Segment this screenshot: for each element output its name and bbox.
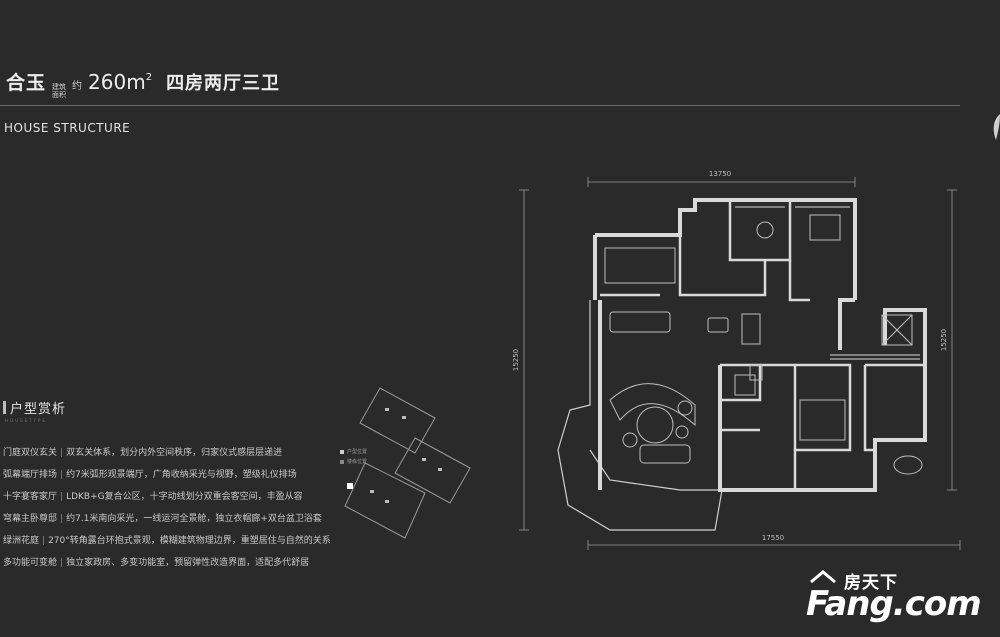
feature-desc: 270°转角露台环抱式景观，模糊建筑物理边界，重塑居住与自然的关系 [48, 536, 331, 546]
feature-name: 绿洲花庭 [3, 536, 40, 546]
logo-text-en: Fang.com [806, 584, 982, 624]
header-divider [0, 105, 960, 106]
area-unit: m [126, 70, 146, 94]
feature-item: 门庭双仪玄关|双玄关体系，划分内外空间秩序，归家仪式感层层递进 [3, 445, 353, 458]
dimension-bottom: 17550 [762, 534, 784, 542]
building-block-3 [344, 462, 426, 539]
section-title: 户型赏析 [10, 402, 67, 417]
unit-highlight [347, 483, 353, 489]
section-subtitle-en: HOUSETYPE [5, 418, 47, 423]
legend-swatch [340, 449, 344, 454]
feature-name: 穹幕主卧尊邸 [3, 514, 58, 524]
feature-item: 十字宴客家厅|LDKB+G复合公区，十字动线划分双重会客空间，丰盈从容 [3, 489, 353, 502]
house-logo-icon [810, 570, 836, 584]
feature-separator: | [60, 492, 64, 502]
feature-desc: 约7.1米南向采光，一线运河全景舱，独立衣帽廊+双台盆卫浴套 [66, 514, 322, 524]
logo-text-cn: 房天下 [844, 573, 898, 593]
project-name: 合玉 [6, 72, 47, 94]
area-type-label: 建筑 面积 [52, 83, 66, 99]
feature-separator: | [42, 536, 46, 546]
furniture [604, 214, 923, 475]
title-row: 合玉 建筑 面积 约 260m2 四房两厅三卫 [6, 68, 280, 99]
legend-item: 楼栋位置 [340, 457, 367, 467]
legend-label: 户型位置 [347, 449, 368, 455]
area-value: 260m2 [88, 70, 152, 94]
area-number: 260 [88, 70, 127, 94]
page-subtitle: HOUSE STRUCTURE [4, 121, 131, 135]
building-block-1 [359, 387, 436, 454]
dimension-left: 15250 [512, 349, 520, 371]
fang-logo: 房天下 Fang.com [800, 568, 1000, 628]
approx-mark: 约 [72, 81, 83, 92]
map-legend: 户型位置 楼栋位置 [340, 447, 367, 467]
feature-desc: LDKB+G复合公区，十字动线划分双重会客空间，丰盈从容 [66, 492, 303, 502]
dimension-right: 15250 [940, 329, 948, 351]
feature-name: 多功能可变舱 [3, 558, 58, 568]
feature-name: 弧幕端厅排场 [3, 470, 58, 480]
feature-desc: 约7米弧形观景端厅，广角收纳采光与视野，塑级礼仪排场 [66, 470, 297, 480]
legend-item: 户型位置 [340, 447, 367, 457]
wardrobe-strips [735, 206, 920, 360]
exterior-walls [593, 198, 927, 492]
room-layout: 四房两厅三卫 [166, 73, 281, 94]
dimension-top: 13750 [709, 170, 731, 178]
legend-swatch [340, 459, 344, 464]
legend-label: 楼栋位置 [347, 459, 368, 465]
section-heading: 户型赏析 [3, 398, 66, 417]
area-type-top: 建筑 [52, 83, 67, 91]
leaf-icon [993, 114, 1000, 140]
section-bar [3, 401, 6, 414]
feature-name: 门庭双仪玄关 [3, 448, 58, 458]
feature-separator: | [60, 514, 64, 524]
feature-item: 穹幕主卧尊邸|约7.1米南向采光，一线运河全景舱，独立衣帽廊+双台盆卫浴套 [3, 511, 353, 524]
feature-desc: 双玄关体系，划分内外空间秩序，归家仪式感层层递进 [66, 448, 283, 458]
building-block-2 [394, 437, 471, 504]
feature-name: 十字宴客家厅 [3, 492, 58, 502]
dimension-lines [519, 177, 961, 550]
area-type-bottom: 面积 [52, 91, 67, 99]
terrace-outline [557, 300, 723, 531]
feature-item: 多功能可变舱|独立家政房、多变功能室，预留弹性改造界面，适配多代舒居 [3, 555, 353, 568]
interior-walls [600, 200, 925, 490]
feature-separator: | [60, 470, 64, 480]
floor-plan: 13750 17550 15250 15250 [512, 170, 961, 550]
area-unit-sup: 2 [145, 72, 153, 83]
feature-item: 弧幕端厅排场|约7米弧形观景端厅，广角收纳采光与视野，塑级礼仪排场 [3, 467, 353, 480]
feature-separator: | [60, 558, 64, 568]
site-location-map [344, 387, 471, 539]
feature-desc: 独立家政房、多变功能室，预留弹性改造界面，适配多代舒居 [66, 558, 310, 568]
feature-item: 绿洲花庭|270°转角露台环抱式景观，模糊建筑物理边界，重塑居住与自然的关系 [3, 533, 353, 546]
feature-separator: | [60, 448, 64, 458]
